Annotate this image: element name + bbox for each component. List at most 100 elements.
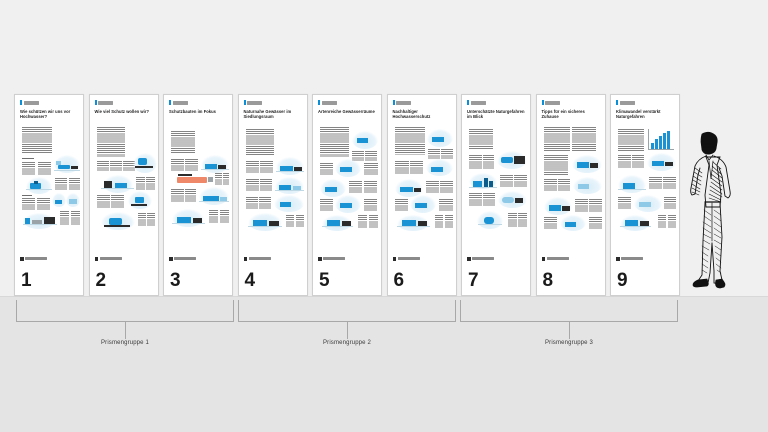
text-block [394,199,408,211]
exhibition-panel-2[interactable]: Wie viel Schutz wollen wir? [88,94,159,296]
illustration-shape [69,199,77,204]
illustration-shape [561,206,570,211]
illustration-shape [576,162,589,168]
chart-bar [659,136,662,149]
text-block [122,161,135,171]
panel-logo-7 [467,100,525,105]
logo-accent-bar-icon [616,100,618,105]
text-block [245,161,259,173]
panel-graphics-7 [467,125,527,243]
panel-logo-9 [616,100,674,105]
text-block [96,195,110,208]
text-block [618,197,631,209]
group-bracket-stem-1 [125,322,126,339]
illustration-shape [652,161,664,166]
footer-wordmark-icon [546,257,569,260]
chart-bar [651,143,654,149]
text-block [649,177,662,189]
illustration-shape [473,181,482,187]
text-block [285,215,294,227]
illustration-ground [247,226,282,228]
exhibition-panel-9[interactable]: Klimawandel verstärkt Naturgefahren [610,94,680,296]
exhibition-panel-8[interactable]: Tipps für ein sicheres Zuhause [535,94,606,296]
group-bracket-2 [238,300,456,322]
logo-accent-bar-icon [392,100,395,105]
text-block [71,211,80,225]
text-block [427,149,440,159]
panel-graphics-2 [95,125,157,243]
text-block [215,173,222,185]
panel-logo-2 [94,100,153,105]
illustration-highlight-bar [177,177,207,183]
panel-logo-6 [392,100,451,105]
text-block [258,197,271,209]
illustration-shape [413,188,421,192]
footer-logo-icon [541,257,545,261]
exhibition-panel-7[interactable]: Unterschätzte Naturgefahren im Blick [461,94,531,296]
panel-content-1: Wie schützen wir uns vor Hochwasser? [15,95,83,257]
panel-row: Wie schützen wir uns vor Hochwasser? [14,94,680,296]
panel-title-9: Klimawandel verstärkt Naturgefahren [616,109,661,120]
text-block [557,179,570,191]
panel-footer-9 [611,257,679,271]
footer-logo-icon [392,257,396,261]
footer-logo-icon [243,257,247,261]
panel-graphics-9 [616,125,676,243]
panel-number-2: 2 [95,270,107,291]
chart-axis [648,149,674,150]
panel-number-5: 5 [319,270,330,291]
illustration-shape [639,202,651,207]
illustration-shape [208,177,213,182]
text-block [369,215,378,228]
illustration-shape [137,158,147,165]
illustration-shape [489,181,493,187]
chart-bar [663,133,666,149]
illustration-shape [501,157,513,163]
logo-wordmark-icon [98,100,113,105]
footer-logo-icon [20,257,24,261]
illustration-shape [293,167,302,171]
exhibition-panel-4[interactable]: Naturnahe Gewässer im Siedlungsraum [237,94,308,296]
footer-logo-icon [467,257,471,261]
text-block [320,163,333,175]
panel-graphics-6 [393,125,453,243]
illustration-shape [431,137,444,142]
text-block [185,189,196,202]
text-block [245,129,274,155]
footer-wordmark-icon [397,257,420,260]
group-label-3: Prismengruppe 3 [545,340,593,346]
illustration-shape [278,185,291,190]
illustration-shape [548,205,561,211]
panel-content-5: Artenreiche Gewässerräume [313,95,381,257]
illustration-shape [327,220,340,226]
text-block [434,215,443,228]
illustration-ground [322,226,353,228]
text-block [574,199,588,212]
exhibition-panel-1[interactable]: Wie schützen wir uns vor Hochwasser? [14,94,84,296]
footer-logo-icon [318,257,322,261]
footer-wordmark-icon [472,257,494,260]
illustration-ground [100,188,134,190]
exhibition-panel-3[interactable]: Schutzbauten im Fokus [163,94,233,296]
scale-figure-person-sketch [686,130,738,298]
panel-title-4: Naturnahe Gewässer im Siedlungsraum [243,109,292,120]
illustration-shape [623,183,635,189]
illustration-shape [625,220,638,226]
illustration-shape [177,217,191,223]
text-block [22,162,35,175]
text-block [109,161,122,171]
illustration-shape [203,196,219,201]
illustration-ground [478,224,502,226]
illustration-ground [275,171,304,173]
illustration-shape [577,184,589,189]
panel-title-7: Unterschätzte Naturgefahren im Blick [467,109,525,120]
exhibition-panel-6[interactable]: Nachhaltiger Hochwasserschutz [386,94,457,296]
floor-horizon-line [0,296,768,297]
exhibition-panel-5[interactable]: Artenreiche Gewässerräume [312,94,382,296]
text-block [37,198,50,210]
text-block [514,175,527,187]
text-block [365,151,377,161]
logo-wordmark-icon [545,100,560,105]
text-block [320,199,333,211]
illustration-ground [54,170,80,172]
